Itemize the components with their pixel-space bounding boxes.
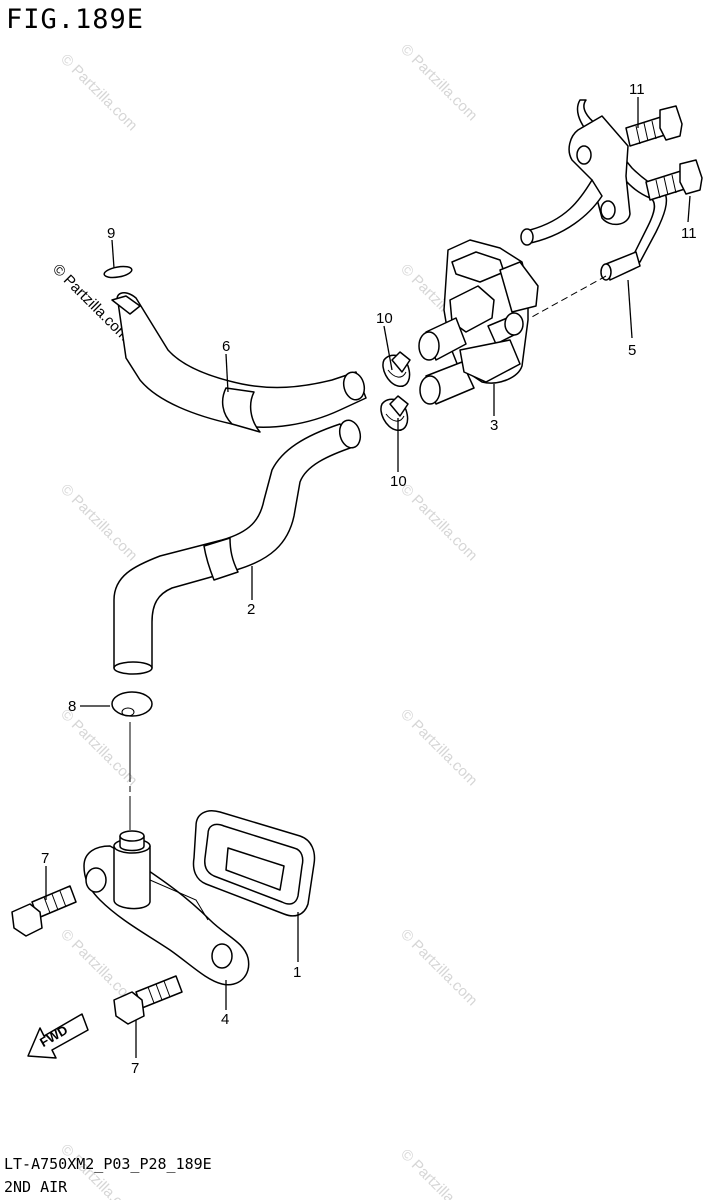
watermark: © Partzilla.com bbox=[397, 481, 480, 564]
clamp-part-10-upper bbox=[382, 351, 411, 387]
callout-7: 7 bbox=[41, 850, 49, 867]
watermark: © Partzilla.com bbox=[57, 706, 140, 789]
bracket-part-4 bbox=[83, 830, 250, 986]
valve-part-3 bbox=[418, 239, 539, 405]
figure-title: FIG.189E bbox=[6, 4, 145, 35]
watermark: © Partzilla.com bbox=[57, 481, 140, 564]
pipe-part-5 bbox=[520, 99, 668, 281]
clamp-part-10-lower bbox=[380, 395, 409, 431]
watermark: © Partzilla.com bbox=[397, 926, 480, 1009]
figure-name: 2ND AIR bbox=[4, 1178, 68, 1196]
bolt-part-11-upper bbox=[625, 105, 683, 147]
callout-11: 11 bbox=[629, 81, 645, 98]
bolt-part-11-lower bbox=[645, 159, 703, 201]
oring-part-9 bbox=[103, 265, 133, 279]
callout-labels: 11 11 5 9 6 10 10 3 2 8 7 1 4 7 bbox=[41, 81, 697, 1077]
callout-10: 10 bbox=[390, 473, 407, 490]
callout-3: 3 bbox=[490, 417, 498, 434]
callout-7: 7 bbox=[131, 1060, 139, 1077]
callout-leaders bbox=[45, 97, 691, 1058]
callout-8: 8 bbox=[68, 698, 76, 715]
oring-part-8 bbox=[111, 691, 153, 717]
bolt-part-7-lower bbox=[113, 975, 183, 1025]
watermark: © Partzilla.com bbox=[397, 41, 480, 124]
bolt-part-7-upper bbox=[11, 885, 77, 937]
watermark: © Partzilla.com bbox=[397, 706, 480, 789]
fwd-direction-arrow: FWD bbox=[27, 1013, 89, 1059]
callout-1: 1 bbox=[293, 964, 301, 981]
hose-part-2 bbox=[113, 419, 362, 675]
callout-2: 2 bbox=[247, 601, 255, 618]
hose-part-6 bbox=[111, 292, 367, 433]
callout-4: 4 bbox=[221, 1011, 229, 1028]
callout-9: 9 bbox=[107, 225, 115, 242]
callout-10: 10 bbox=[376, 310, 393, 327]
figure-code: LT-A750XM2_P03_P28_189E bbox=[4, 1155, 212, 1173]
watermark: © Partzilla.com bbox=[397, 1146, 480, 1200]
callout-5: 5 bbox=[628, 342, 636, 359]
callout-11: 11 bbox=[681, 225, 697, 242]
leader-dashed bbox=[529, 275, 607, 319]
callout-6: 6 bbox=[222, 338, 230, 355]
watermark: © Partzilla.com bbox=[57, 51, 140, 134]
gasket-part-1 bbox=[192, 810, 316, 917]
